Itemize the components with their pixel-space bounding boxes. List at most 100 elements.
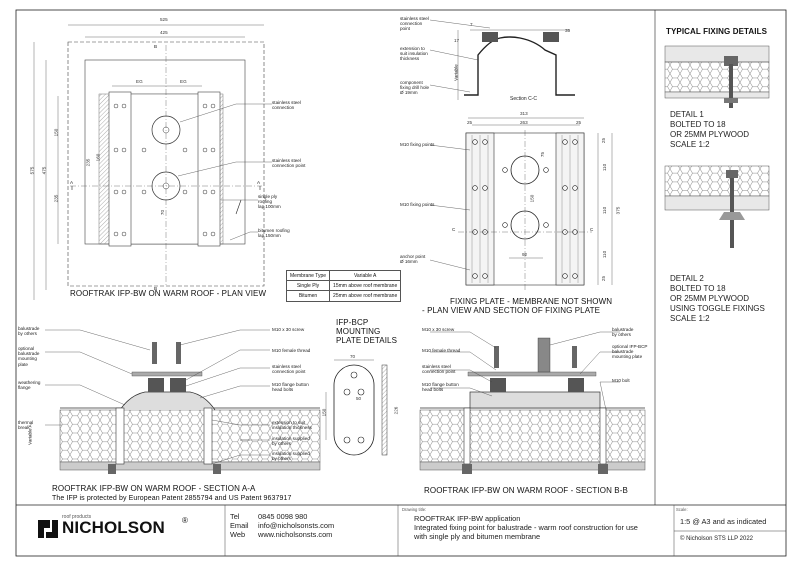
label-bb-m10-flange: M10 flange button head bolts [422,382,459,393]
dim-cc-a: 7 [470,22,473,27]
dim-inner-width: 425 [160,30,168,35]
fixing-plate-title-2: - PLAN VIEW AND SECTION OF FIXING PLATE [422,306,601,315]
dim-h-a: 150 [53,128,59,137]
ifp-bcp-title: IFP-BCP MOUNTING PLATE DETAILS [336,318,397,345]
dim-s1: 70 [160,209,166,216]
dim-bcp-s: 50 [356,396,362,401]
label-cc-extension: extension to suit insulation thickness [400,46,428,62]
drawing-desc-1: Integrated fixing point for balustrade -… [414,523,638,532]
dim-h-b: 235 [53,194,59,203]
logo-registered: ® [182,516,188,525]
ifp-bcp-title-line: PLATE DETAILS [336,336,398,345]
label-bb-optional: optional IFP-BCP balustrade mounting pla… [612,344,648,360]
table-cell: 25mm above roof membrane [329,290,402,302]
detail-2-line: OR 25MM PLYWOOD [670,294,749,303]
scale-label: Scale: [676,507,688,512]
email-label: Email [230,521,249,530]
label-ss-connection: stainless steel connection [272,100,301,111]
detail-2-text: DETAIL 2 BOLTED TO 18 OR 25MM PLYWOOD US… [670,274,765,324]
dim-eg-1: EG [136,79,143,84]
detail-2-line: SCALE 1:2 [670,314,710,323]
section-mark-c-left: C [452,227,456,232]
dim-fp-c: 150 [529,194,535,203]
label-bb-m10-screw: M10 x 30 screw [422,327,455,332]
section-mark-b-top: B [154,44,158,49]
logo-wordmark: NICHOLSON [62,518,165,537]
dim-fp-e1: 25 [467,120,473,125]
tel-label: Tel [230,512,240,521]
dim-fp-e2: 25 [576,120,582,125]
label-single-ply: single ply roofing lap 100mm [258,194,281,210]
label-bitumen: bitumen roofing lap 150mm [258,228,290,239]
label-aa-extension: extension to suit insulation thickness [272,420,312,431]
table-cell: 15mm above roof membrane [329,280,402,292]
drawing-title: ROOFTRAK IFP-BW application [414,514,521,523]
section-cc [429,19,575,100]
label-bb-balustrade: balustrade by others [612,327,634,338]
label-aa-m10-flange: M10 flange button head bolts [272,382,309,393]
detail-2-line: BOLTED TO 18 [670,284,726,293]
dim-fp-w2: 263 [520,120,528,125]
patent-note: The IFP is protected by European Patent … [52,495,292,502]
copyright: © Nicholson STS LLP 2022 [680,536,754,542]
typical-details [664,45,770,248]
section-bb [419,331,646,474]
label-aa-variable-a: Variable A [27,424,33,445]
section-aa-title: ROOFTRAK IFP-BW ON WARM ROOF - SECTION A… [52,484,256,493]
dim-height-outer: 575 [29,166,35,175]
web-value: www.nicholsonsts.com [258,530,333,539]
dim-fp-r: 75 [540,151,546,158]
label-aa-thermal: thermal break [18,420,34,431]
membrane-table-header: Membrane Type Variable A [285,269,402,282]
header-membrane-type: Membrane Type [285,269,331,282]
drawing-desc-2: with single ply and bitumen membrane [414,532,541,541]
dim-h-d: 160 [95,153,101,162]
nicholson-logo-mark [38,520,58,538]
dim-outer-width: 525 [160,17,168,22]
fixing-plate-plan [429,117,613,290]
label-cc-ss-point: stainless steel connection point [400,16,429,32]
label-ss-connection-point: stainless steel connection point [272,158,306,169]
label-m10-points-2: M10 fixing points [400,202,435,207]
label-cc-variable: Variable [453,64,459,81]
table-cell: Bitumen [285,290,331,302]
detail-1-line: OR 25MM PLYWOOD [670,130,749,139]
dim-cc-c: 17 [454,38,460,43]
plan-view-title: ROOFTRAK IFP-BW ON WARM ROOF - PLAN VIEW [70,289,267,298]
logo-subtitle: roof products [62,514,92,520]
membrane-table: Membrane Type Variable A Single Ply 15mm… [285,269,402,302]
section-mark-a-right: A [257,180,261,185]
dim-cc-b: 35 [565,28,571,33]
table-row: Bitumen 25mm above roof membrane [285,290,402,302]
label-aa-insulation-2: insulation supplied by others [272,451,310,462]
scale-value: 1:5 @ A3 and as indicated [680,517,767,526]
dim-fp-h4: 110 [602,250,608,259]
label-anchor: anchor point Ø 16mm [400,254,426,265]
label-bb-ss-point: stainless steel connection point [422,364,456,375]
label-m10-points-1: M10 fixing points [400,142,435,147]
detail-1-line: BOLTED TO 18 [670,120,726,129]
dim-fp-h3: 110 [602,206,608,215]
ifp-bcp-title-line: MOUNTING [336,327,381,336]
email-value: info@nicholsonsts.com [258,521,335,530]
label-aa-optional: optional balustrade mounting plate [18,346,40,367]
dim-eg-2: EG [180,79,187,84]
ifp-bcp-plate [325,359,388,456]
dim-h-c: 235 [85,158,91,167]
detail-1-text: DETAIL 1 BOLTED TO 18 OR 25MM PLYWOOD SC… [670,110,749,150]
drawing-title-label: Drawing title: [402,507,427,512]
fixing-plate-title-1: FIXING PLATE - MEMBRANE NOT SHOWN [450,297,613,306]
tel-value: 0845 0098 980 [258,512,308,521]
detail-2-line: USING TOGGLE FIXINGS [670,304,765,313]
label-cc-hole: component fixing drill hole Ø 19mm [400,80,430,96]
section-mark-c-right: C [590,227,594,232]
section-bb-title: ROOFTRAK IFP-BW ON WARM ROOF - SECTION B… [424,486,628,495]
section-aa [45,329,321,474]
typical-heading: TYPICAL FIXING DETAILS [666,27,768,36]
detail-1-line: SCALE 1:2 [670,140,710,149]
dim-bcp-t: 226 [393,406,399,415]
label-bb-m10-female: M10 female thread [422,348,461,353]
detail-1-line: DETAIL 1 [670,110,704,119]
